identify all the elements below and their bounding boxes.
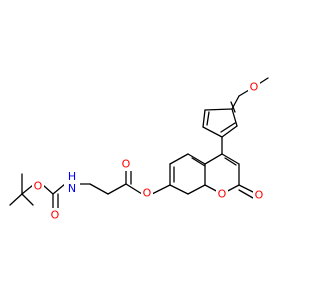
aryl-double-bond-a xyxy=(220,122,236,133)
ring-oxygen-background xyxy=(216,187,228,201)
aryl-ester-bond xyxy=(151,184,171,195)
ester-carbonyl-oxygen-label: O xyxy=(122,158,131,171)
carbamate-oxygen-label: O xyxy=(34,180,43,193)
lactone-double-bond xyxy=(224,157,237,166)
lactone-carbonyl-oxygen-label: O xyxy=(255,189,264,202)
coumarin-bond-6 xyxy=(169,153,189,165)
ester-o-c-bond xyxy=(125,183,143,195)
coumarin-bond-4 xyxy=(169,184,189,195)
carbamate-nh-background xyxy=(64,171,80,193)
aryl-bond-6 xyxy=(204,108,233,111)
background xyxy=(0,0,300,300)
aryl-bond-3 xyxy=(221,125,238,138)
lactone-bond-2 xyxy=(221,153,240,165)
chain-bond-1 xyxy=(107,183,127,195)
ester-oxygen-background xyxy=(141,186,153,200)
aryl-bond-4 xyxy=(202,126,223,138)
coumarin-bond-3 xyxy=(187,184,206,195)
lactone-bond-1 xyxy=(204,153,223,165)
carbamate-carbonyl-oxygen-label: O xyxy=(51,209,60,222)
coumarin-double-bond-b xyxy=(191,157,206,167)
lactone-carbonyl-oxygen-background xyxy=(253,188,265,202)
methoxy-oxygen-background xyxy=(248,80,260,94)
ester-linker xyxy=(78,166,171,195)
aryl-double-bond-b xyxy=(206,111,210,126)
aryl-bond-2 xyxy=(231,108,238,127)
ester-oxygen-label: O xyxy=(143,187,152,200)
ring-oxygen-label: O xyxy=(218,188,227,201)
boc-carbamate xyxy=(9,173,66,211)
chain-bond-2 xyxy=(89,183,109,195)
carbamate-carbonyl-oxygen-background xyxy=(49,208,61,222)
coumarin-core xyxy=(169,153,258,199)
carbamate-n-c-bond xyxy=(52,183,66,195)
ester-carbonyl-oxygen-background xyxy=(120,157,132,171)
methoxy-oxygen-label: O xyxy=(250,81,259,94)
aryl-double-bond-c xyxy=(230,101,236,113)
tert-butyl-oxygen-bond xyxy=(21,184,34,195)
carbamate-oxygen-background xyxy=(32,179,44,193)
tert-butyl-methyl-3 xyxy=(21,193,34,206)
carbamate-c-o-bond xyxy=(42,184,54,195)
lactone-carbonyl-double-bond xyxy=(238,189,254,199)
aryl-bond-5 xyxy=(202,109,206,128)
coumarin-bond-7 xyxy=(187,153,206,165)
tert-butyl-methyl-2 xyxy=(9,193,23,206)
